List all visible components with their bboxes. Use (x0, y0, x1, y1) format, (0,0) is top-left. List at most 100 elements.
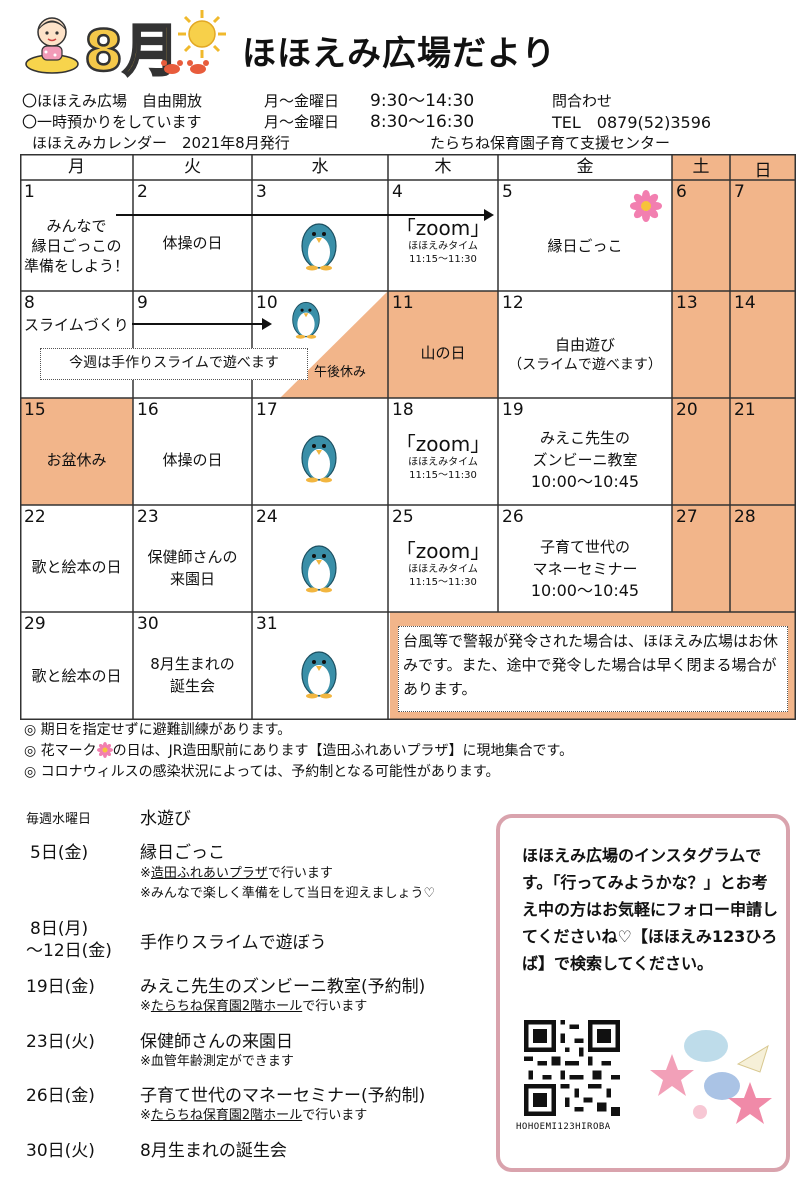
weekday-thu: 木 (434, 157, 452, 177)
penguin-icon (301, 223, 337, 272)
event-date: 23日(火) (26, 1032, 95, 1052)
day-cell-25: 25 「zoom」 ほほえみタイム 11:15～11:30 (388, 505, 498, 612)
day-cell-3: 3 (252, 180, 388, 291)
day-number: 19 (502, 400, 524, 420)
day-number: 10 (256, 293, 278, 313)
day-cell-20: 20 (672, 398, 730, 505)
day-cell-24: 24 (252, 505, 388, 612)
flower-icon (630, 190, 662, 222)
day-cell-29: 29 歌と絵本の日 (20, 612, 133, 720)
childcare-days: 月～金曜日 (264, 113, 340, 131)
event-note: ※造田ふれあいプラザで行います (140, 866, 333, 881)
event-date: 8日(月) (30, 919, 89, 939)
zoom-label: 「zoom」 (395, 216, 491, 240)
day-number: 25 (392, 507, 414, 527)
day-number: 13 (676, 293, 698, 313)
event-title: みえこ先生のズンビーニ教室(予約制) (140, 977, 426, 997)
day-cell-2: 2 体操の日 (133, 180, 252, 291)
day-cell-18: 18 「zoom」 ほほえみタイム 11:15～11:30 (388, 398, 498, 505)
calendar: 月 火 水 木 金 土 日 1 みんなで 縁日ごっこの 準備をしよう！ 2 体操… (20, 154, 796, 720)
event-text: 歌と絵本の日 (31, 667, 122, 685)
penguin-icon (301, 545, 337, 594)
swimming-girl-illustration (25, 17, 79, 74)
day-number: 12 (502, 293, 524, 313)
event-note: ※血管年齢測定ができます (140, 1054, 294, 1069)
day-cell-13: 13 (672, 291, 730, 398)
day-number: 23 (137, 507, 159, 527)
event-note: ※たらちね保育園2階ホールで行います (140, 1108, 368, 1123)
day-number: 16 (137, 400, 159, 420)
day-number: 3 (256, 182, 267, 202)
note-drill: ◎ 期日を指定せずに避難訓練があります。 (24, 722, 292, 738)
event-text: 誕生会 (169, 677, 215, 695)
day-number: 24 (256, 507, 278, 527)
event-text: 体操の日 (162, 234, 223, 252)
day-number: 8 (24, 293, 35, 313)
day-number: 1 (24, 182, 35, 202)
zoom-label: 「zoom」 (395, 539, 491, 563)
day-number: 4 (392, 182, 403, 202)
note-flower: ◎ 花マークの日は、JR造田駅前にあります【造田ふれあいプラザ】に現地集合です。 (24, 741, 573, 762)
day-number: 22 (24, 507, 46, 527)
zoom-time: 11:15～11:30 (409, 577, 477, 588)
day-number: 11 (392, 293, 414, 313)
day-number: 2 (137, 182, 148, 202)
day-number: 17 (256, 400, 278, 420)
zoom-session: 「zoom」 ほほえみタイム 11:15～11:30 (388, 539, 498, 589)
penguin-icon (301, 651, 337, 700)
event-text: 縁日ごっこの (31, 237, 122, 255)
zoom-subtitle: ほほえみタイム (408, 457, 478, 468)
note-flower-text: の日は、JR造田駅前にあります【造田ふれあいプラザ】に現地集合です。 (112, 743, 574, 759)
event-title: 手作りスライムで遊ぼう (140, 933, 327, 953)
weekday-wed: 水 (311, 157, 329, 177)
day-cell-23: 23 保健師さんの 来園日 (133, 505, 252, 612)
event-date: ～12日(金) (26, 941, 112, 961)
event-title: 保健師さんの来園日 (140, 1032, 293, 1052)
day-cell-21: 21 (730, 398, 796, 505)
zoom-session: 「zoom」 ほほえみタイム 11:15～11:30 (388, 216, 498, 266)
event-text: 保健師さんの (147, 548, 238, 566)
day-cell-30: 30 8月生まれの 誕生会 (133, 612, 252, 720)
day-cell-5: 5 縁日ごっこ (498, 180, 672, 291)
day-number: 31 (256, 614, 278, 634)
day-cell-11: 11 山の日 (388, 291, 498, 398)
event-title: 8月生まれの誕生会 (140, 1141, 287, 1161)
starfish-shells-illustration (650, 1030, 772, 1124)
event-text: 子育て世代の (539, 538, 630, 556)
note-corona: ◎ コロナウィルスの感染状況によっては、予約制となる可能性があります。 (24, 764, 500, 780)
note-flower-prefix: ◎ 花マーク (24, 743, 97, 759)
day-cell-6: 6 (672, 180, 730, 291)
weekday-sun: 日 (754, 161, 772, 181)
day-number: 14 (734, 293, 756, 313)
prep-period-arrow (116, 209, 494, 221)
contact-label: 問合わせ (552, 92, 613, 110)
event-text: 自由遊び (554, 336, 615, 354)
weekday-mon: 月 (68, 157, 85, 177)
event-date: 5日(金) (30, 843, 89, 863)
weekday-fri: 金 (576, 157, 594, 177)
day-cell-19: 19 みえこ先生の ズンビーニ教室 10:00～10:45 (498, 398, 672, 505)
event-text: 歌と絵本の日 (31, 558, 122, 576)
event-text: 体操の日 (162, 451, 223, 469)
zoom-time: 11:15～11:30 (409, 254, 477, 265)
qr-code[interactable] (524, 1020, 620, 1116)
childcare-time: 8:30～16:30 (370, 112, 475, 132)
day-number: 29 (24, 614, 46, 634)
open-hours-time: 9:30～14:30 (370, 91, 475, 111)
penguin-icon (292, 301, 320, 340)
event-date: 19日(金) (26, 977, 95, 997)
day-cell-10: 10 午後休み (252, 291, 388, 398)
event-text: 来園日 (169, 570, 215, 588)
month-heading: 8月 (83, 18, 180, 86)
day-cell-9: 9 (133, 291, 252, 398)
day-number: 18 (392, 400, 414, 420)
instagram-panel: ほほえみ広場のインスタグラムです。「行ってみようかな？」とお考え中の方はお気軽に… (496, 814, 790, 1172)
event-text: スライムづくり (24, 316, 129, 334)
day-number: 20 (676, 400, 698, 420)
event-text: ズンビーニ教室 (532, 451, 638, 469)
event-text: みえこ先生の (539, 429, 630, 447)
event-note: ※みんなで楽しく準備をして当日を迎えましょう♡ (140, 886, 436, 901)
day-number: 30 (137, 614, 159, 634)
event-text: 午後休み (314, 365, 367, 380)
day-number: 26 (502, 507, 524, 527)
